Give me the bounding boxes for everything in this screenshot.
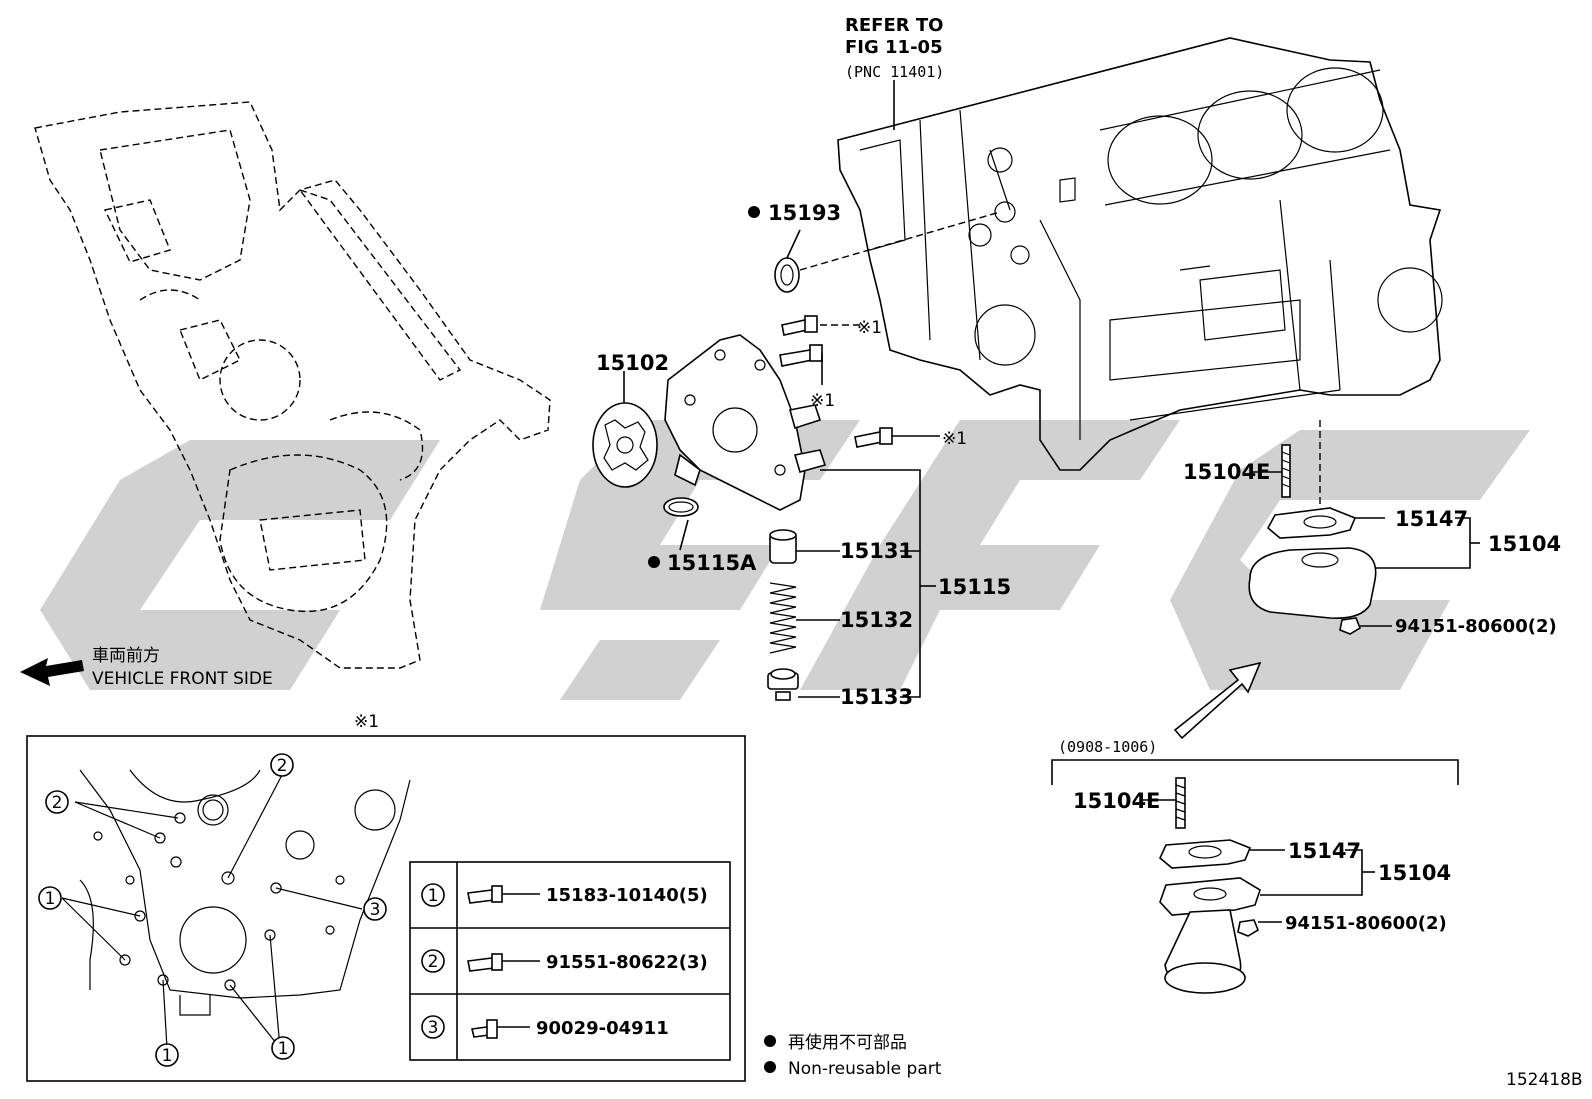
label-15115A: 15115A [667,551,757,575]
vehicle-front-arrow [20,658,84,686]
callout-2-left [45,790,69,814]
label-15104E-lower: 15104E [1073,789,1160,813]
non-reusable-dot-15193 [748,206,760,218]
label-15102: 15102 [596,351,669,375]
label-15104E-upper: 15104E [1183,460,1270,484]
oil-pump-rotor [592,402,658,488]
oil-strainer-lower [1159,777,1261,994]
ref-mark-inset: ※1 [354,712,379,732]
figure-id: 152418B [1506,1070,1583,1090]
callout-2-top-num: 2 [277,756,288,776]
oil-seal-15193 [774,257,800,293]
spring-15132 [769,582,797,654]
legend-dots [764,1035,776,1073]
refer-line-2: FIG 11-05 [845,37,943,58]
vehicle-front-en: VEHICLE FRONT SIDE [92,669,273,689]
ref-mark-3: ※1 [942,429,967,449]
label-94151-lower: 94151-80600(2) [1285,913,1447,934]
non-reusable-dot-15115A [648,556,660,568]
callout-1-bl-num: 1 [162,1046,173,1066]
legend-jp: 再使用不可部品 [788,1032,907,1053]
pump-bolts [779,315,893,448]
plug-15133 [767,668,799,701]
callout-1-bottom-left [155,1043,179,1067]
cylinder-block [837,37,1443,471]
label-15104-lower: 15104 [1378,861,1451,885]
ref-mark-1: ※1 [857,318,882,338]
callout-1-left [38,886,62,910]
callout-1-bottom-right [271,1036,295,1060]
leader-lines [623,80,1480,923]
relief-valve-15131 [769,529,797,564]
label-15131: 15131 [840,539,913,563]
bolt-row-2-num: 2 [428,952,439,972]
vehicle-front-jp: 車両前方 [92,646,160,666]
bolt-row-3-num: 3 [428,1018,439,1038]
label-15147-upper: 15147 [1395,507,1468,531]
oil-strainer-upper [1248,444,1377,635]
o-ring-15115A [663,497,699,517]
bolt-row-1-part: 15183-10140(5) [546,885,708,906]
callout-1-left-num: 1 [45,889,56,909]
timing-chain-cover-outline [34,101,551,669]
refer-to-note: REFER TO FIG 11-05 (PNC 11401) [845,15,944,81]
label-15193: 15193 [768,201,841,225]
refer-line-3: (PNC 11401) [845,63,944,81]
range-code: (0908-1006) [1058,738,1157,756]
label-15132: 15132 [840,608,913,632]
callout-3-num: 3 [370,900,381,920]
callout-2-top [270,753,294,777]
label-15133: 15133 [840,685,913,709]
ref-mark-2: ※1 [810,391,835,411]
label-15115: 15115 [938,575,1011,599]
legend-en: Non-reusable part [788,1059,942,1079]
callout-3 [363,897,387,921]
bolt-row-3-part: 90029-04911 [536,1018,669,1039]
oil-pump-housing [664,334,827,511]
label-94151-upper: 94151-80600(2) [1395,616,1557,637]
bolt-row-1-num: 1 [428,886,439,906]
callout-2-left-num: 2 [52,793,63,813]
callout-1-br-num: 1 [278,1039,289,1059]
label-15104-upper: 15104 [1488,532,1561,556]
label-15147-lower: 15147 [1288,839,1361,863]
bolt-row-2-part: 91551-80622(3) [546,952,708,973]
refer-line-1: REFER TO [845,15,943,36]
bolt-location-inset [26,735,746,1082]
bolt-table [409,861,731,1061]
